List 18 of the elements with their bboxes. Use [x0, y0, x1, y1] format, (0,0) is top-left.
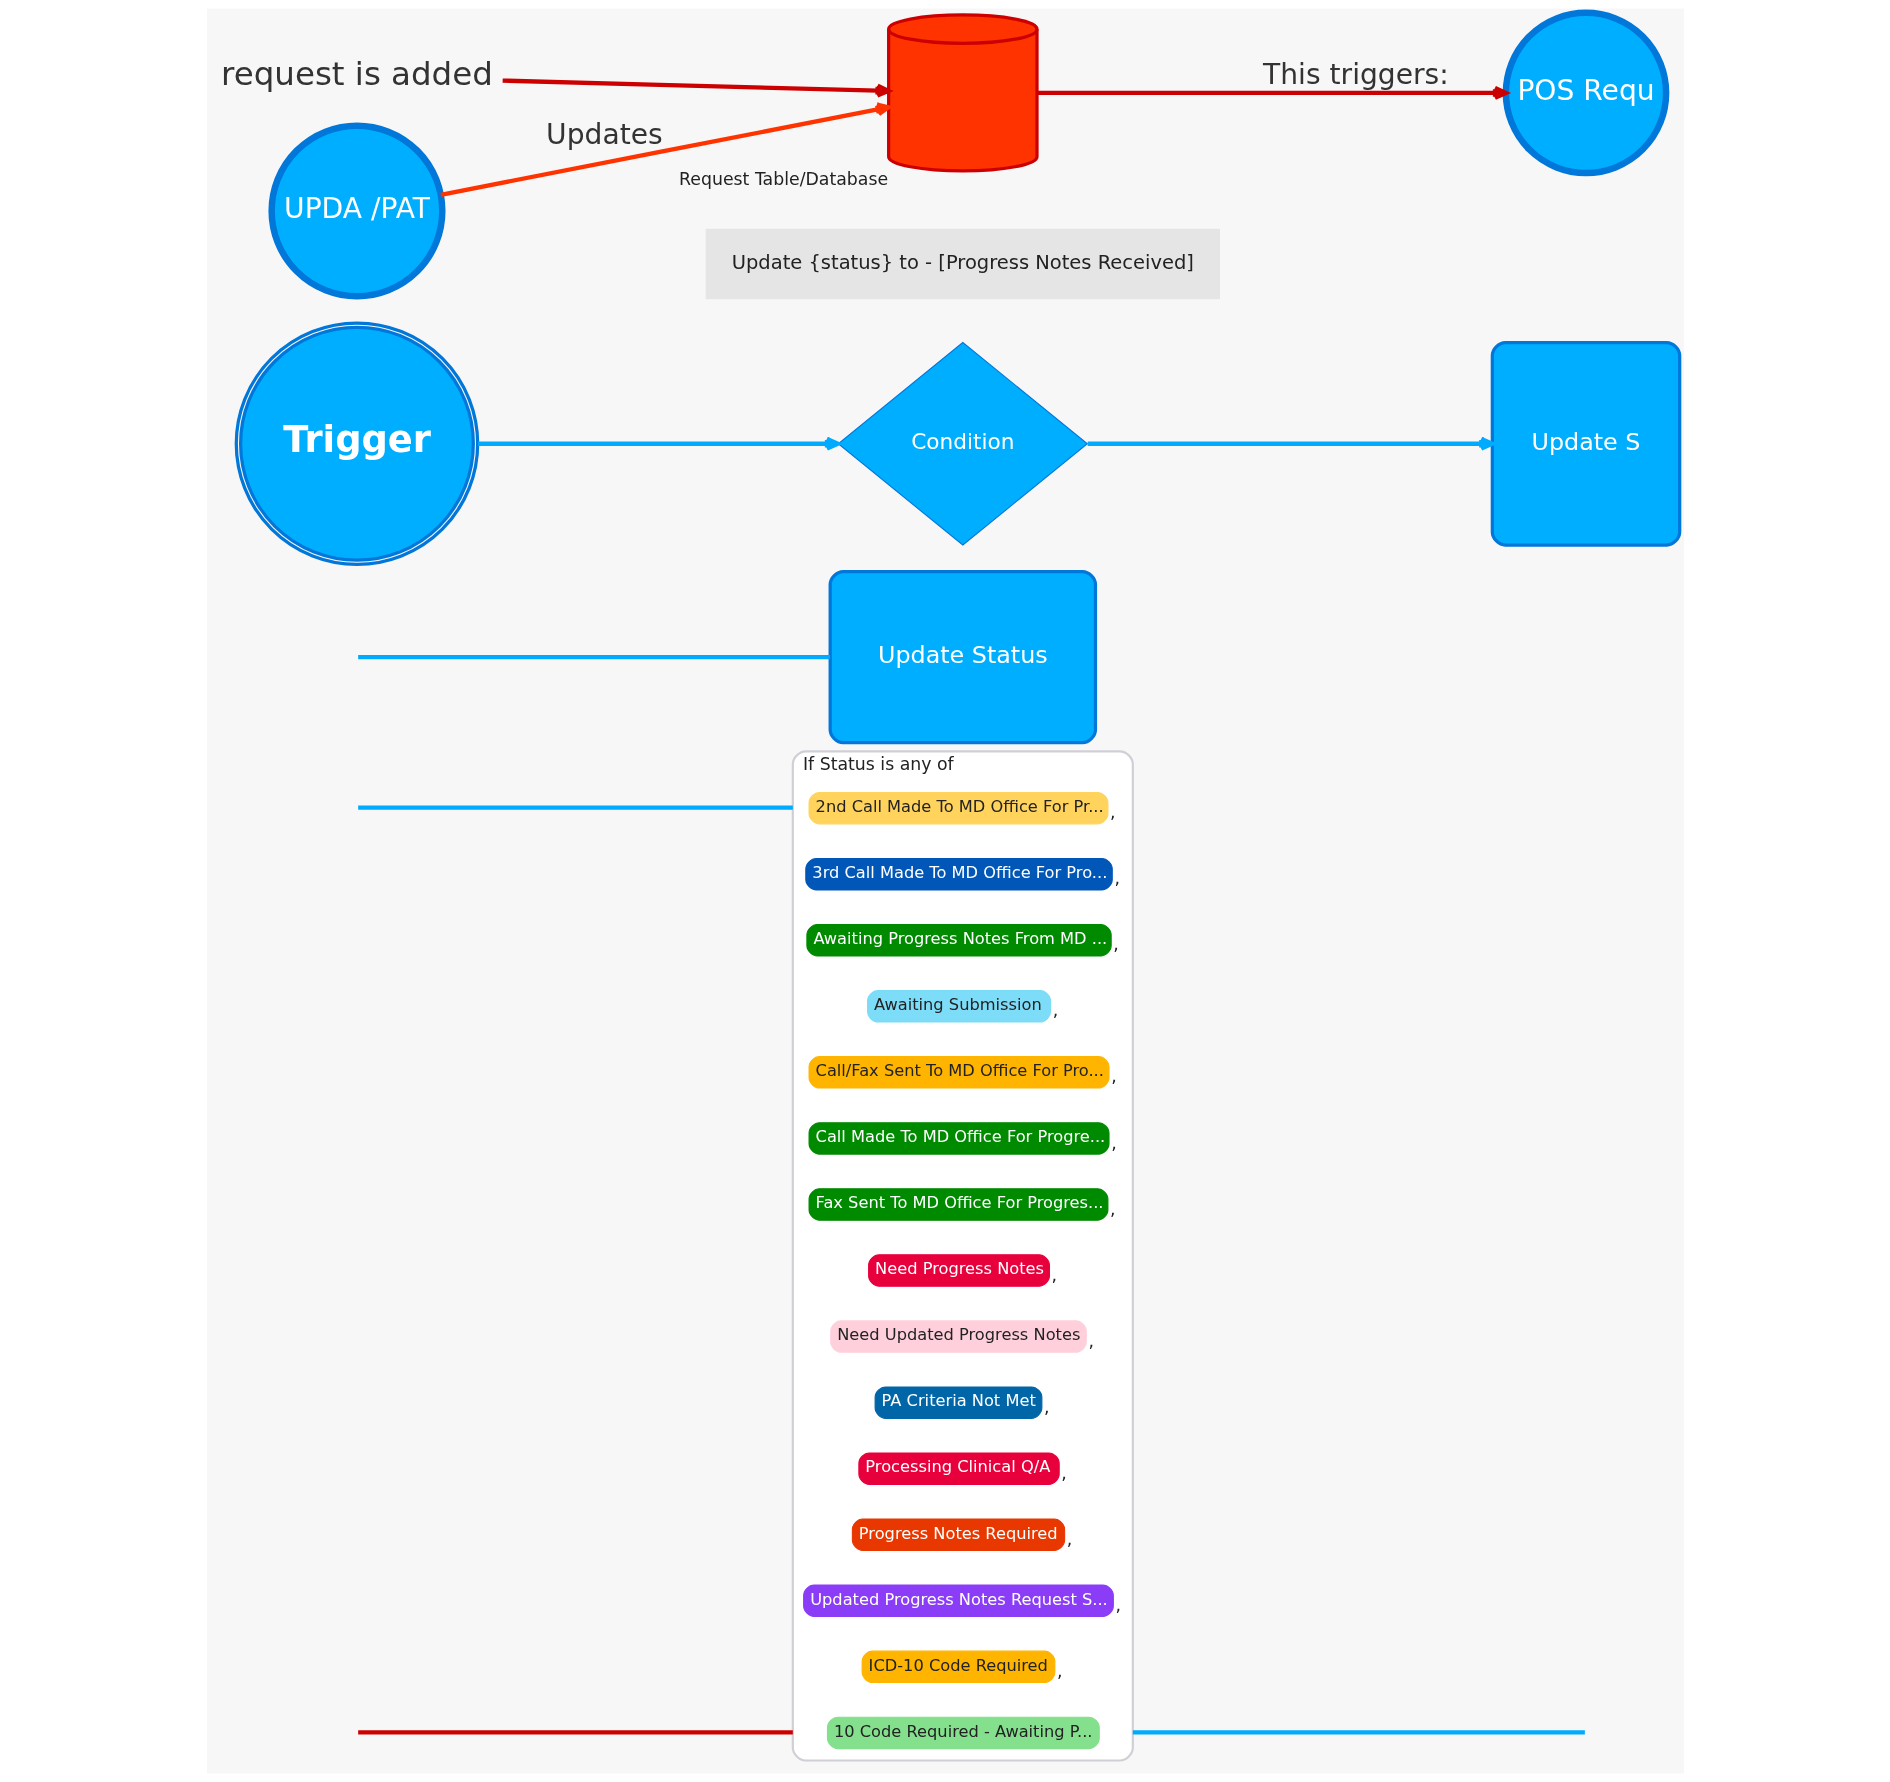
node-label: ,	[1056, 1660, 1063, 1681]
edge-label: This triggers:	[1262, 58, 1449, 92]
node-label: ,	[1112, 934, 1119, 955]
node-label: ,	[1109, 1198, 1116, 1219]
node-label: ,	[1110, 1132, 1117, 1153]
node-label: ,	[1052, 1000, 1058, 1021]
node-text: request is added	[220, 54, 493, 93]
node-label: ,	[1043, 1396, 1050, 1417]
node-label: ,	[1087, 1330, 1094, 1351]
node-label: Request Table/Database	[678, 168, 888, 189]
node-label: ,	[1110, 1066, 1117, 1087]
node-label: ,	[1109, 802, 1116, 823]
node-label: ,	[1060, 1462, 1067, 1483]
edge-label: Updates	[545, 117, 663, 151]
node-label: ,	[1113, 868, 1120, 889]
node-label: ,	[1051, 1264, 1057, 1285]
node-label: ,	[1115, 1594, 1121, 1615]
node-label: ,	[1066, 1528, 1072, 1549]
